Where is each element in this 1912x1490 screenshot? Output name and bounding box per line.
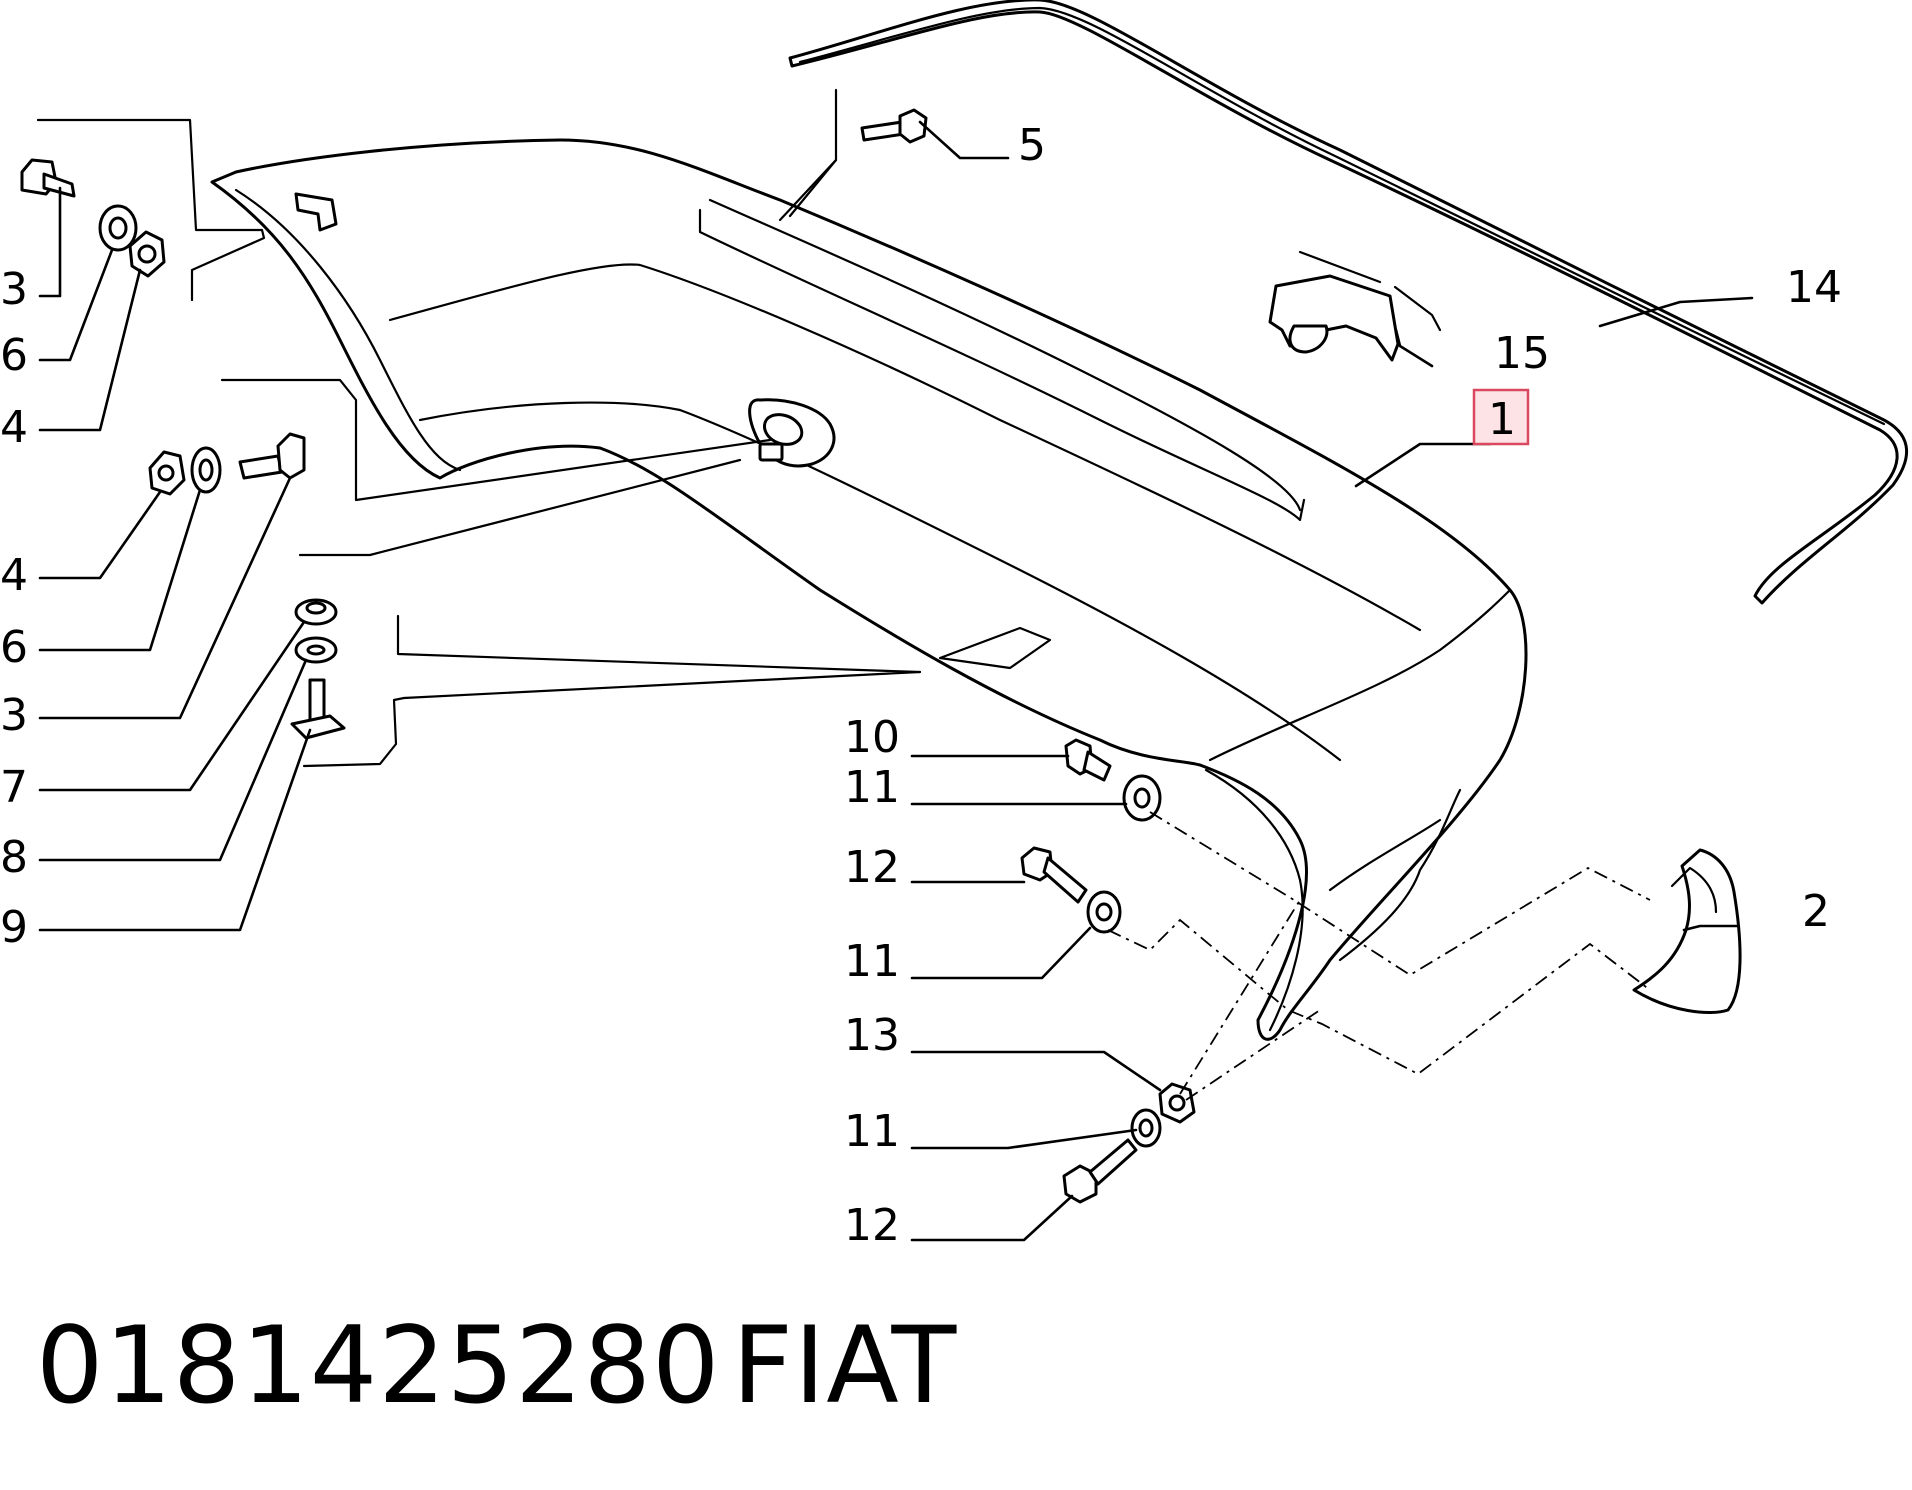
washer-item-8[interactable] — [294, 636, 338, 664]
callout-13: 13 — [844, 1010, 900, 1061]
callout-2: 2 — [1802, 886, 1830, 937]
washer-item-6-top[interactable] — [98, 204, 138, 252]
callout-5: 5 — [1018, 120, 1046, 171]
callout-11-b: 11 — [844, 936, 900, 987]
callout-7: 7 — [0, 762, 28, 813]
part-number: 0181425280 — [36, 1304, 720, 1427]
washer-item-6-mid[interactable] — [190, 446, 222, 494]
callout-15: 15 — [1494, 328, 1550, 379]
bolt-item-9[interactable] — [290, 678, 346, 740]
nut-item-7[interactable] — [294, 598, 338, 626]
callout-4-mid: 4 — [0, 550, 28, 601]
callout-1: 1 — [1488, 394, 1516, 445]
callout-3-mid: 3 — [0, 690, 28, 741]
washer-item-11-c[interactable] — [1130, 1108, 1162, 1148]
callout-12-b: 12 — [844, 1200, 900, 1251]
bracket-clip-part[interactable] — [1268, 274, 1400, 362]
bolt-item-3-mid[interactable] — [238, 432, 306, 480]
nut-item-4-top[interactable] — [128, 230, 166, 278]
callout-8: 8 — [0, 832, 28, 883]
bolt-item-12-b[interactable] — [1062, 1138, 1138, 1204]
corner-trim-part[interactable] — [1632, 848, 1742, 1015]
bumper-part[interactable] — [210, 138, 1528, 1041]
callout-11-a: 11 — [844, 762, 900, 813]
callout-14: 14 — [1786, 262, 1842, 313]
callout-labels: 3 6 4 4 6 3 7 8 9 5 14 15 1 10 11 12 11 … — [0, 120, 1842, 1251]
hardware-item-3-top[interactable] — [20, 158, 76, 198]
callout-6-top: 6 — [0, 330, 28, 381]
callout-6-mid: 6 — [0, 622, 28, 673]
highlight-box — [1472, 388, 1530, 446]
washer-item-11-a[interactable] — [1122, 774, 1162, 822]
callout-9: 9 — [0, 902, 28, 953]
washer-item-11-b[interactable] — [1086, 890, 1122, 934]
brand-name: FIAT — [732, 1304, 958, 1427]
screw-item-5[interactable] — [860, 108, 928, 144]
callout-11-c: 11 — [844, 1106, 900, 1157]
bolt-item-12-a[interactable] — [1020, 846, 1088, 904]
callout-4-top: 4 — [0, 402, 28, 453]
callout-3-top: 3 — [0, 264, 28, 315]
leader-lines — [36, 88, 1754, 1242]
callout-12-a: 12 — [844, 842, 900, 893]
callout-10: 10 — [844, 712, 900, 763]
nut-item-13[interactable] — [1158, 1082, 1196, 1124]
seal-strip-part[interactable] — [788, 0, 1909, 605]
screw-item-10[interactable] — [1064, 738, 1112, 782]
nut-item-4-mid[interactable] — [148, 450, 186, 496]
